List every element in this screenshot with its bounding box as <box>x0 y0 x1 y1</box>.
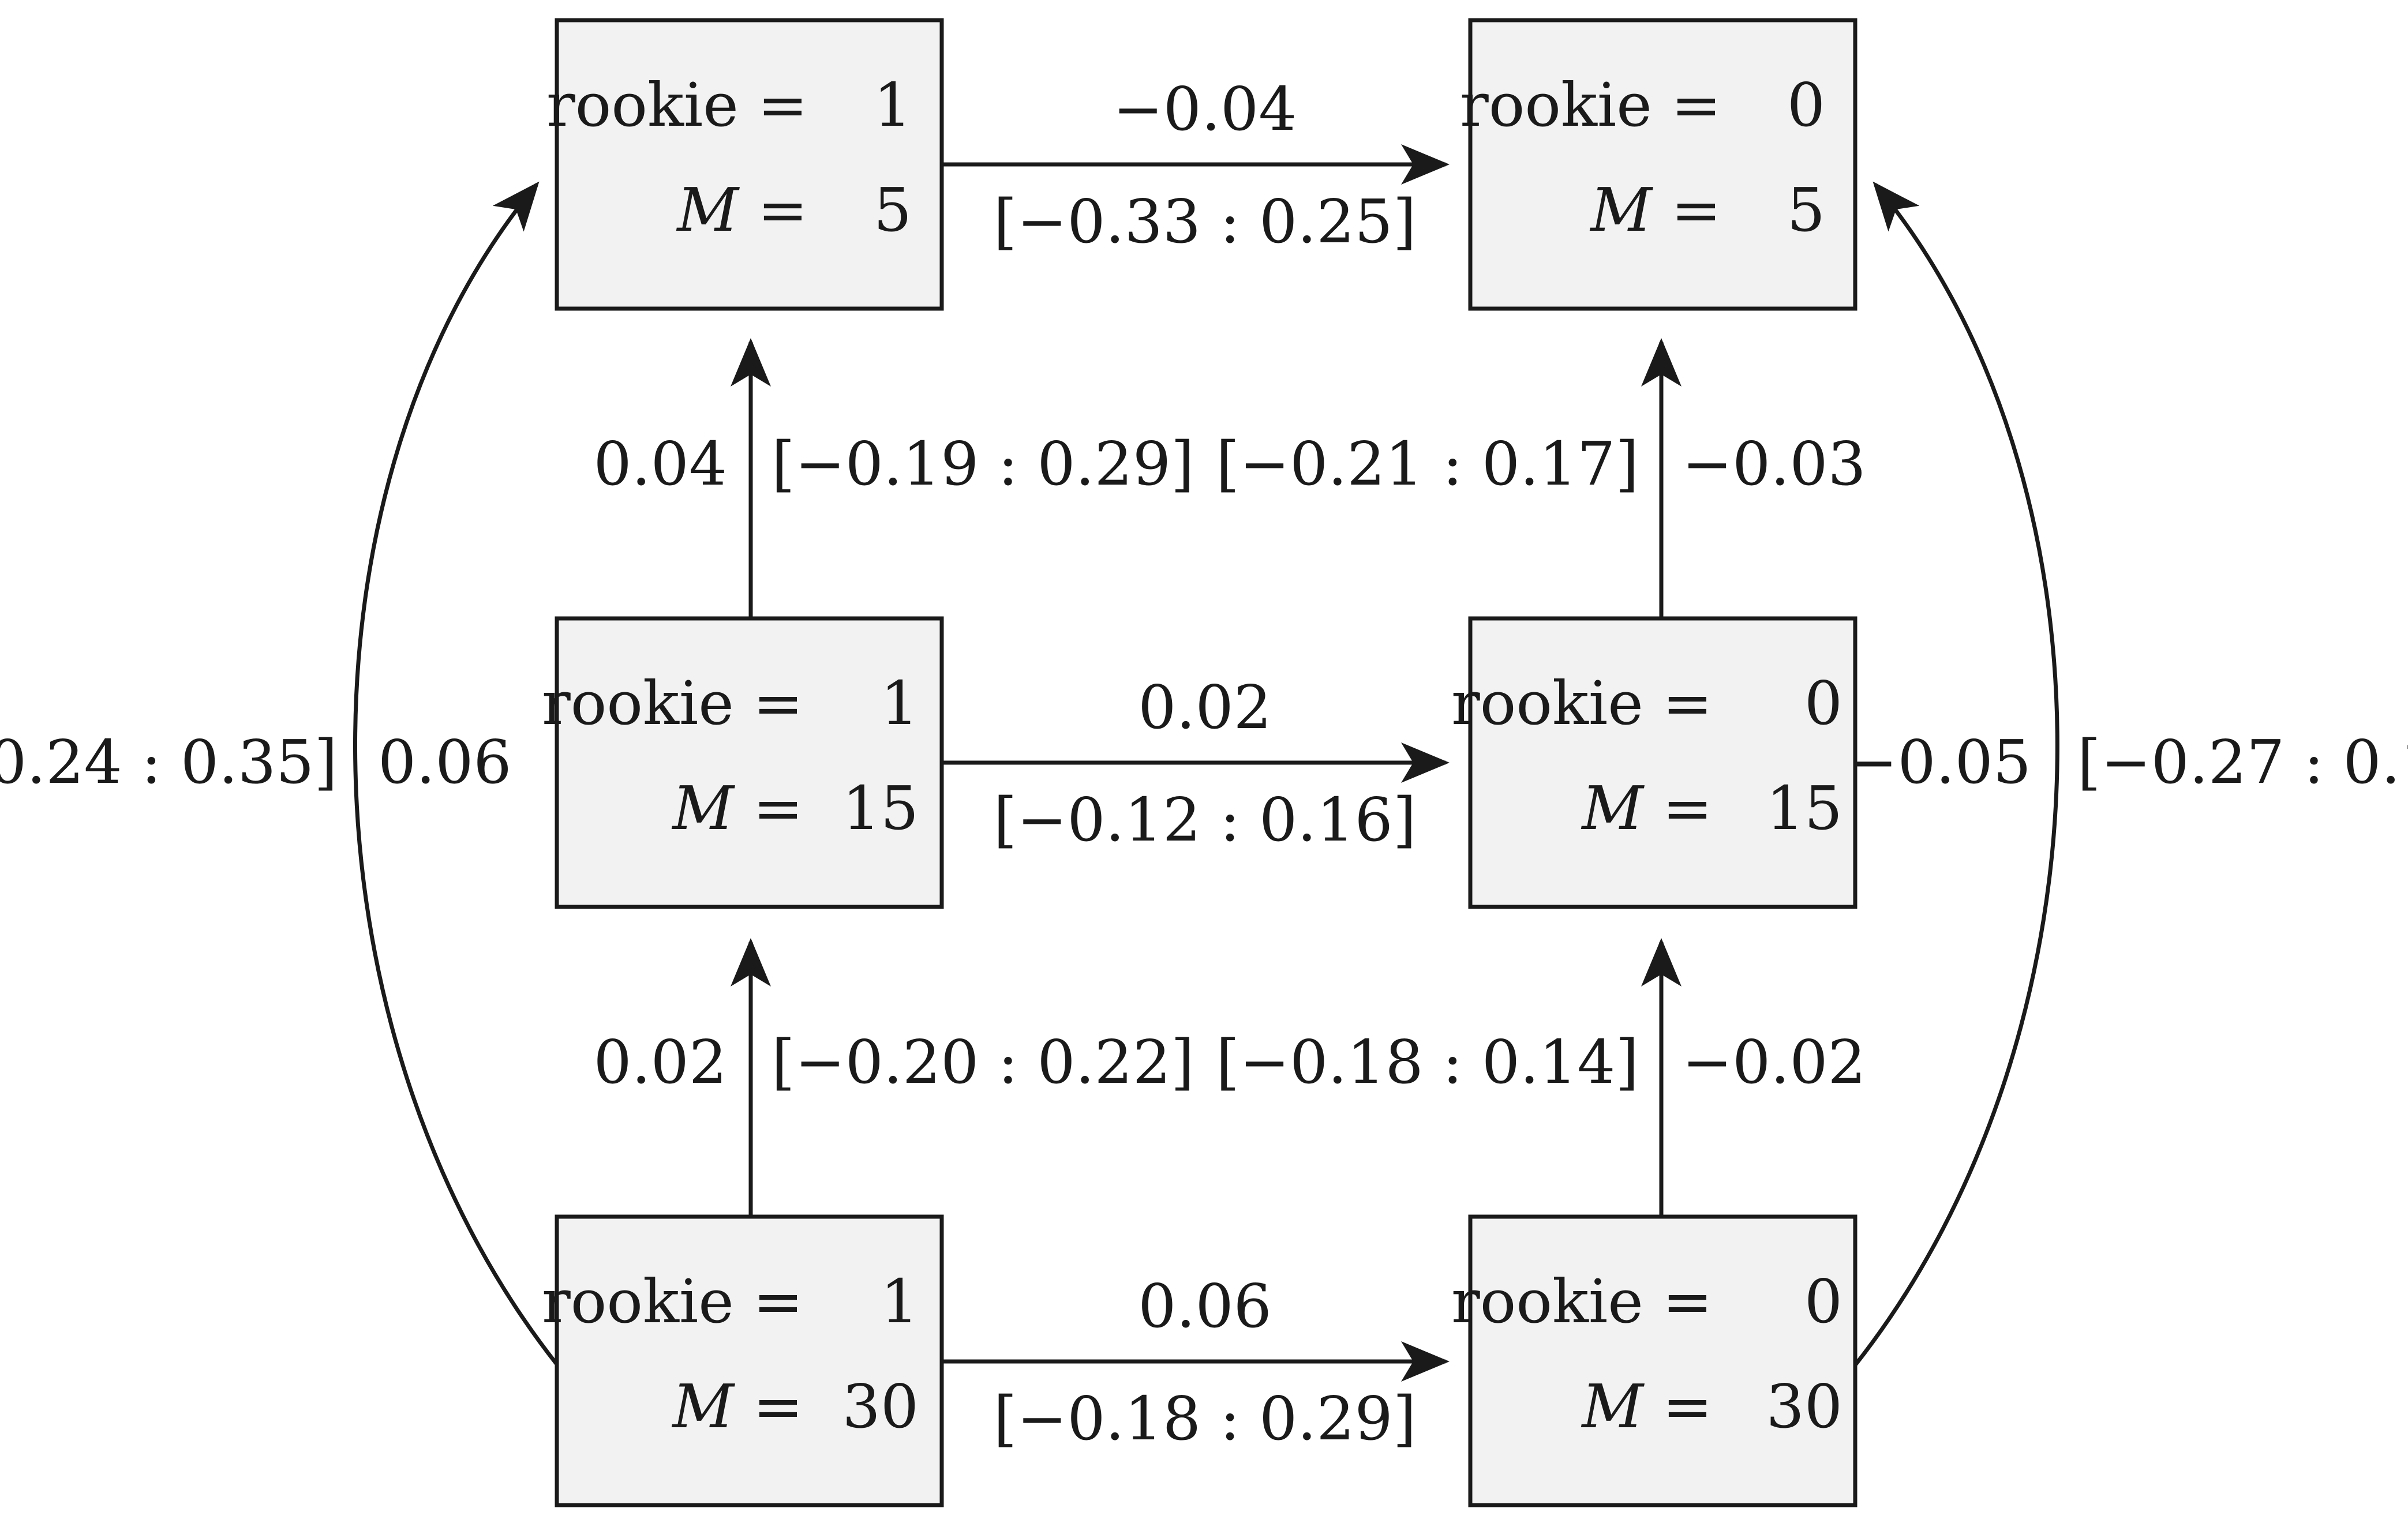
rookie-label: rookie = <box>1451 1266 1713 1337</box>
m-label: M = <box>671 773 803 843</box>
m-label: M = <box>1581 773 1713 843</box>
node-box <box>555 616 944 909</box>
node-bot-left: rookie = 1 M = 30 <box>542 1214 944 1507</box>
node-mid-right: rookie = 0 M = 15 <box>1451 616 1858 909</box>
node-box <box>1468 616 1858 909</box>
node-top-right: rookie = 0 M = 5 <box>1460 18 1858 311</box>
edge-estimate-left-curve: 0.06 <box>378 727 512 797</box>
edge-interval-top-horizontal: [−0.33 : 0.25] <box>994 186 1417 257</box>
m-label: M = <box>1581 1371 1713 1442</box>
node-box <box>555 1214 944 1507</box>
edge-right-curve <box>1854 181 2059 1366</box>
m-value: 30 <box>1766 1371 1842 1442</box>
edge-interval-right-lower: [−0.18 : 0.14] <box>1216 1027 1639 1097</box>
m-label: M = <box>1589 175 1721 245</box>
edge-interval-left-curve: [−0.24 : 0.35] <box>0 727 338 797</box>
node-bot-right: rookie = 0 M = 30 <box>1451 1214 1858 1507</box>
rookie-label: rookie = <box>1451 668 1713 738</box>
m-value: 5 <box>1787 175 1825 245</box>
rookie-label: rookie = <box>1460 70 1721 140</box>
edge-left-curve <box>353 181 559 1366</box>
rookie-value: 1 <box>881 1266 919 1337</box>
m-value: 15 <box>842 773 919 843</box>
edge-estimate-left-lower: 0.02 <box>593 1027 727 1097</box>
edge-estimate-mid-horizontal: 0.02 <box>1138 672 1272 742</box>
edge-labels: −0.04 [−0.33 : 0.25] 0.02 [−0.12 : 0.16]… <box>0 74 2408 1454</box>
edge-estimate-left-upper: 0.04 <box>593 429 727 499</box>
edge-interval-left-upper: [−0.19 : 0.29] <box>772 429 1194 499</box>
rookie-value: 0 <box>1787 70 1825 140</box>
edges <box>353 144 2059 1382</box>
edge-estimate-right-curve: −0.05 <box>1847 727 2031 797</box>
node-box <box>555 18 944 311</box>
node-box <box>1468 18 1858 311</box>
edge-interval-bot-horizontal: [−0.18 : 0.29] <box>994 1383 1417 1454</box>
edge-interval-right-upper: [−0.21 : 0.17] <box>1216 429 1639 499</box>
m-label: M = <box>676 175 808 245</box>
edge-interval-right-curve: [−0.27 : 0.19] <box>2077 727 2408 797</box>
edge-estimate-bot-horizontal: 0.06 <box>1138 1271 1272 1341</box>
edge-estimate-right-lower: −0.02 <box>1682 1027 1866 1097</box>
rookie-label: rookie = <box>542 668 803 738</box>
rookie-label: rookie = <box>542 1266 803 1337</box>
m-label: M = <box>671 1371 803 1442</box>
m-value: 15 <box>1766 773 1842 843</box>
rookie-value: 0 <box>1804 668 1842 738</box>
node-mid-left: rookie = 1 M = 15 <box>542 616 944 909</box>
edge-interval-mid-horizontal: [−0.12 : 0.16] <box>994 785 1417 855</box>
rookie-value: 1 <box>874 70 912 140</box>
edge-interval-left-lower: [−0.20 : 0.22] <box>772 1027 1194 1097</box>
rookie-value: 0 <box>1804 1266 1842 1337</box>
edge-estimate-top-horizontal: −0.04 <box>1113 74 1297 144</box>
node-top-left: rookie = 1 M = 5 <box>546 18 944 311</box>
node-box <box>1468 1214 1858 1507</box>
m-value: 5 <box>874 175 912 245</box>
rookie-value: 1 <box>881 668 919 738</box>
rookie-label: rookie = <box>546 70 808 140</box>
edge-estimate-right-upper: −0.03 <box>1682 429 1866 499</box>
m-value: 30 <box>842 1371 919 1442</box>
